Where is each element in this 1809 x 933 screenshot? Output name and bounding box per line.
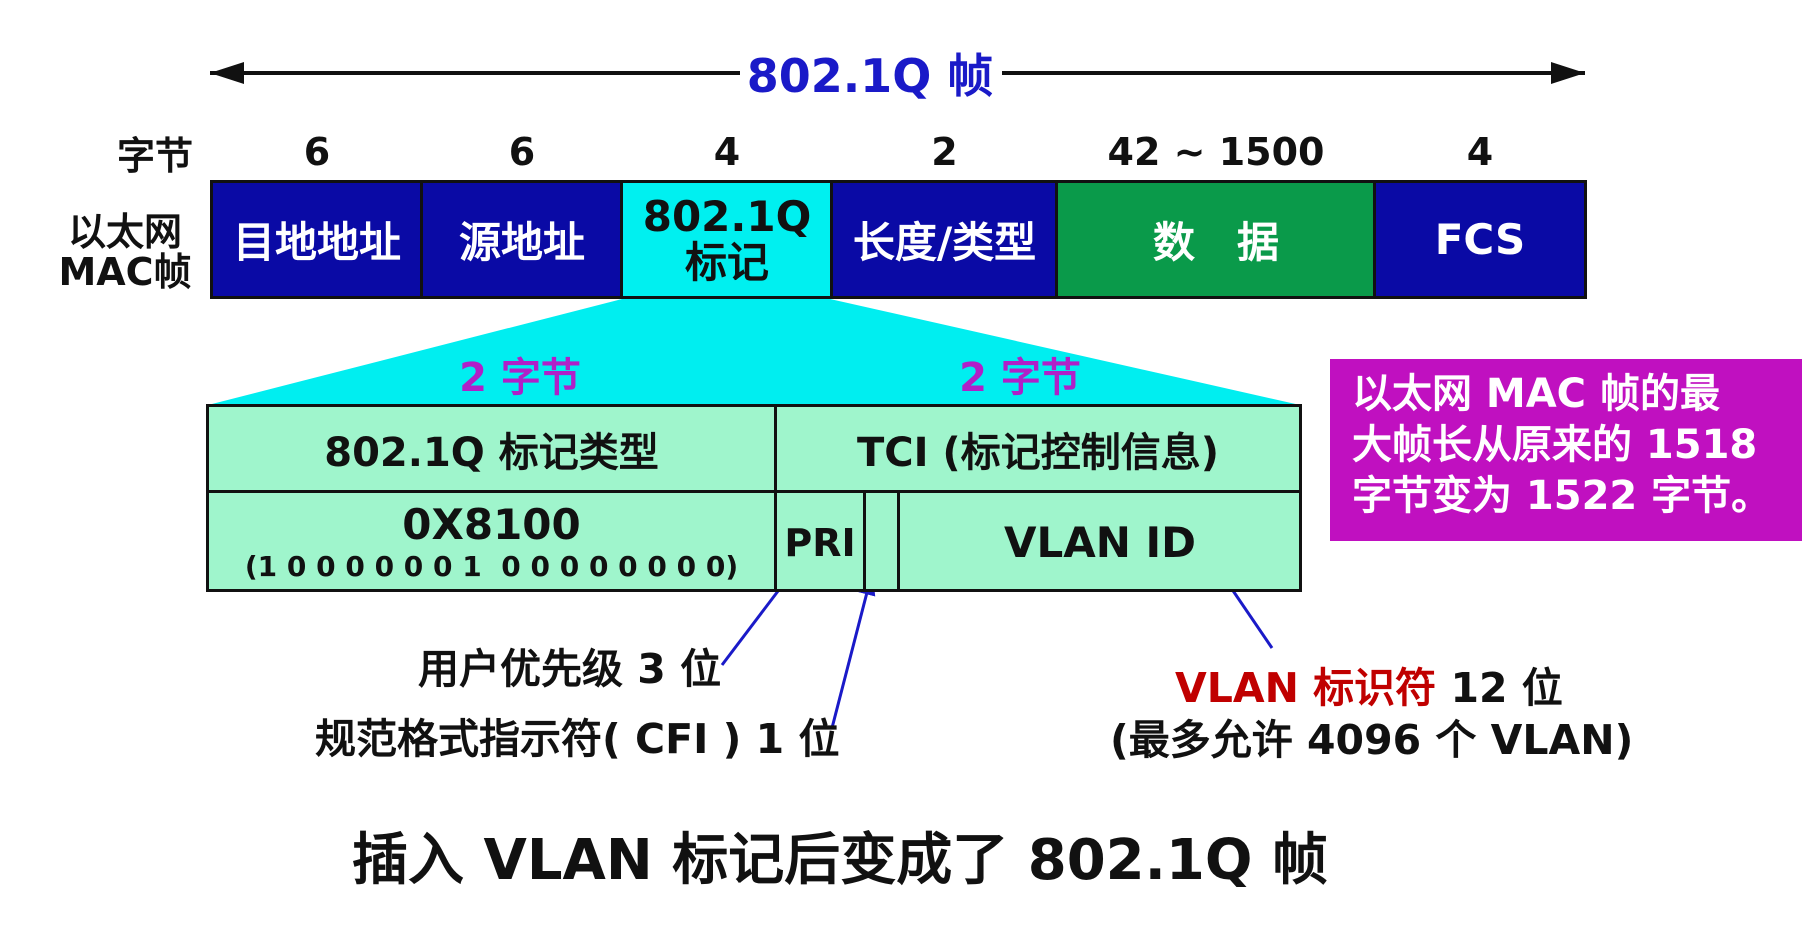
pri-annotation: 用户优先级 3 位	[418, 645, 722, 693]
tag-type-value-cell: 0X8100 (1 0 0 0 0 0 0 1 0 0 0 0 0 0 0 0)	[209, 493, 774, 592]
cfi-pointer-arrow	[830, 571, 876, 729]
bytes-value: 6	[508, 130, 536, 174]
field-label: 长度/类型	[852, 218, 1037, 267]
row-divider	[209, 490, 1299, 493]
side-note-line: 以太网 MAC 帧的最	[1352, 371, 1720, 417]
side-note-line: 大帧长从原来的 1518	[1352, 422, 1758, 468]
column-divider	[774, 407, 777, 589]
bytes-value: 6	[303, 130, 331, 174]
mac-frame-label-line: 以太网	[67, 210, 182, 254]
field-source-address: 源地址	[420, 180, 624, 299]
tag-expansion-trapezoid	[208, 299, 1300, 405]
field-8021q-tag: 802.1Q 标记	[620, 180, 834, 299]
vlan-id-annotation-label: VLAN 标识符	[1175, 664, 1437, 712]
vlan-id-annotation-bits: 12 位	[1436, 664, 1563, 712]
field-destination-address: 目地地址	[210, 180, 424, 299]
tag-detail-table: 802.1Q 标记类型 TCI (标记控制信息) 0X8100 (1 0 0 0…	[206, 404, 1302, 592]
bytes-value: 2	[931, 130, 958, 174]
vlan-count-annotation: (最多允许 4096 个 VLAN)	[1110, 716, 1634, 764]
tag-type-bytes-label: 2 字节	[459, 355, 581, 401]
field-label: 目地地址	[232, 218, 401, 267]
mac-frame-label-line: MAC帧	[58, 250, 192, 294]
vlan-id-annotation: VLAN 标识符 12 位	[1175, 654, 1563, 714]
mac-frame-label: 以太网 MAC帧	[50, 212, 200, 292]
vlan-id-field: VLAN ID	[1003, 518, 1197, 567]
cfi-field	[866, 493, 897, 592]
tag-type-value: 0X8100	[402, 500, 581, 549]
tci-header: TCI (标记控制信息)	[856, 429, 1219, 476]
field-label: 802.1Q	[642, 191, 812, 241]
side-note-line: 字节变为 1522 字节。	[1352, 473, 1772, 519]
pri-field: PRI	[784, 520, 856, 565]
tag-type-binary: (1 0 0 0 0 0 0 1 0 0 0 0 0 0 0 0)	[244, 550, 739, 583]
caption: 插入 VLAN 标记后变成了 802.1Q 帧	[352, 827, 1328, 893]
field-fcs: FCS	[1373, 180, 1587, 299]
bytes-row-label: 字节	[116, 133, 193, 178]
bytes-value: 42 ~ 1500	[1107, 130, 1325, 174]
field-label: FCS	[1434, 215, 1526, 264]
field-label: 源地址	[458, 218, 585, 267]
bytes-value: 4	[1466, 130, 1494, 174]
tci-bytes-label: 2 字节	[959, 355, 1081, 401]
side-note-box: 以太网 MAC 帧的最 大帧长从原来的 1518 字节变为 1522 字节。	[1330, 359, 1802, 541]
bytes-value: 4	[713, 130, 741, 174]
tag-type-header: 802.1Q 标记类型	[324, 429, 659, 476]
cfi-divider	[897, 490, 900, 592]
frame-span-arrow	[210, 62, 1585, 84]
field-label: 标记	[684, 237, 769, 287]
field-data: 数 据	[1055, 180, 1377, 299]
pri-divider	[863, 490, 866, 592]
frame-title: 802.1Q 帧	[746, 49, 994, 103]
field-length-type: 长度/类型	[830, 180, 1059, 299]
cfi-annotation: 规范格式指示符( CFI ) 1 位	[315, 715, 840, 763]
field-label: 数 据	[1152, 218, 1279, 267]
